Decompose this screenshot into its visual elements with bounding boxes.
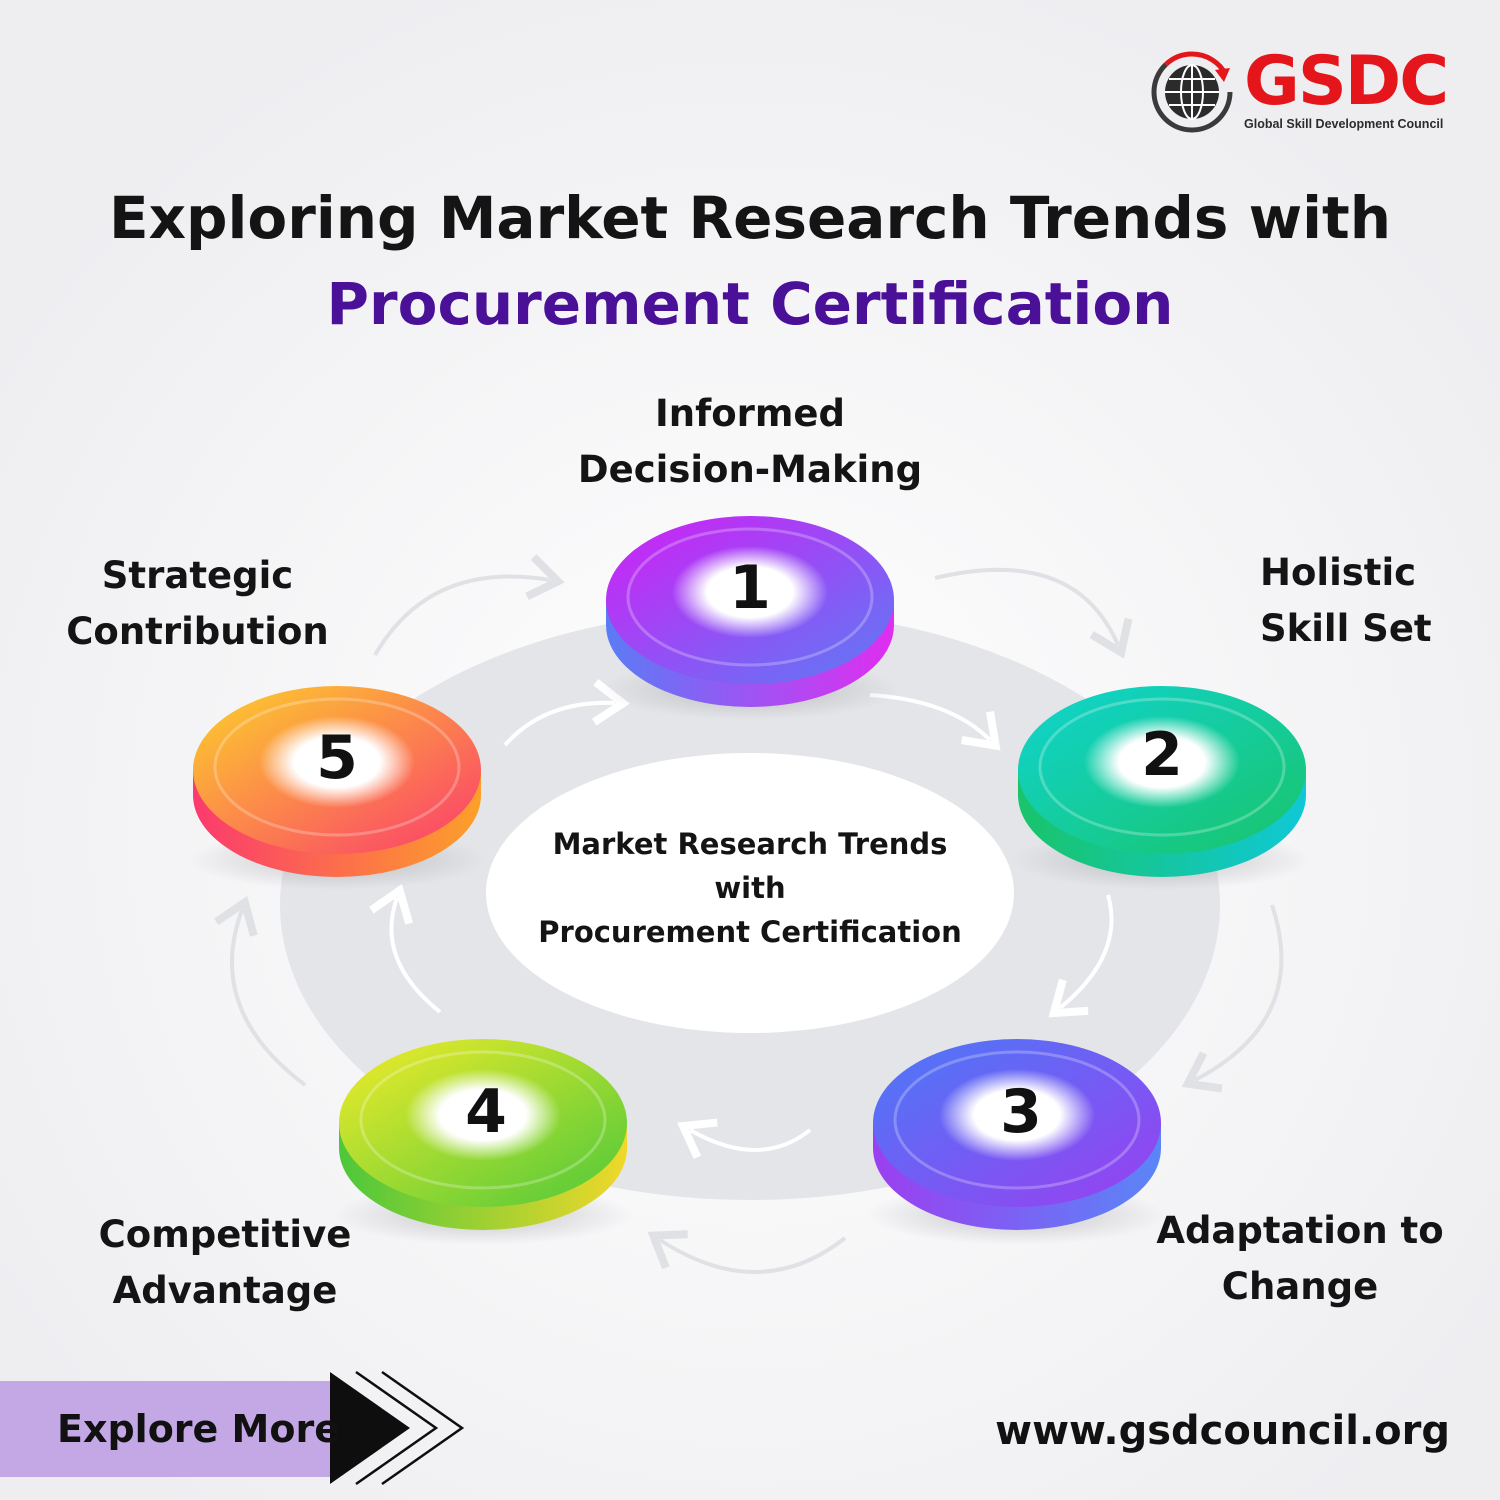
step-label-3: Adaptation to Change [1150, 1203, 1450, 1315]
outer-arrows [214, 554, 1284, 1274]
center-label-line1: Market Research Trends [552, 827, 948, 861]
page-title-line2: Procurement Certification [326, 270, 1174, 338]
step-label-1: Informed Decision-Making [550, 386, 950, 498]
step-disc-2 [1012, 686, 1312, 890]
center-label-line3: Procurement Certification [538, 915, 962, 949]
step-number-5: 5 [316, 723, 358, 793]
explore-more-bg [0, 1381, 335, 1477]
website-url: www.gsdcouncil.org [995, 1408, 1450, 1454]
step-label-4-line2: Advantage [112, 1269, 338, 1312]
step-number-1: 1 [729, 553, 771, 623]
explore-more-button[interactable]: Explore More [57, 1407, 340, 1451]
globe-logo-icon [1151, 51, 1233, 133]
center-oval [486, 753, 1014, 1033]
center-label-line2: with [714, 871, 786, 905]
step-label-2: Holistic Skill Set [1260, 545, 1432, 657]
step-label-4: Competitive Advantage [75, 1207, 375, 1319]
logo-wordmark: GSDC [1244, 42, 1449, 121]
step-disc-3 [867, 1039, 1167, 1245]
logo-tagline: Global Skill Development Council [1244, 117, 1444, 131]
center-label: Market Research Trends with Procurement … [500, 822, 1000, 954]
step-disc-1 [600, 516, 900, 720]
step-label-2-line2: Skill Set [1260, 607, 1432, 650]
step-label-2-line1: Holistic [1260, 551, 1417, 594]
step-number-2: 2 [1141, 720, 1183, 790]
step-label-5: Strategic Contribution [60, 548, 335, 660]
step-number-3: 3 [1000, 1077, 1042, 1147]
step-disc-5 [187, 686, 487, 890]
step-label-1-line1: Informed [654, 392, 845, 435]
step-label-5-line2: Contribution [66, 610, 329, 653]
page-title-line1: Exploring Market Research Trends with [108, 184, 1392, 252]
step-number-4: 4 [465, 1077, 507, 1147]
triple-arrow-icon [330, 1370, 465, 1486]
step-label-3-line2: Change [1221, 1265, 1379, 1308]
step-label-3-line1: Adaptation to [1156, 1209, 1444, 1252]
step-label-5-line1: Strategic [101, 554, 294, 597]
step-label-4-line1: Competitive [98, 1213, 352, 1256]
step-label-1-line2: Decision-Making [577, 448, 923, 491]
step-disc-4 [333, 1039, 633, 1245]
